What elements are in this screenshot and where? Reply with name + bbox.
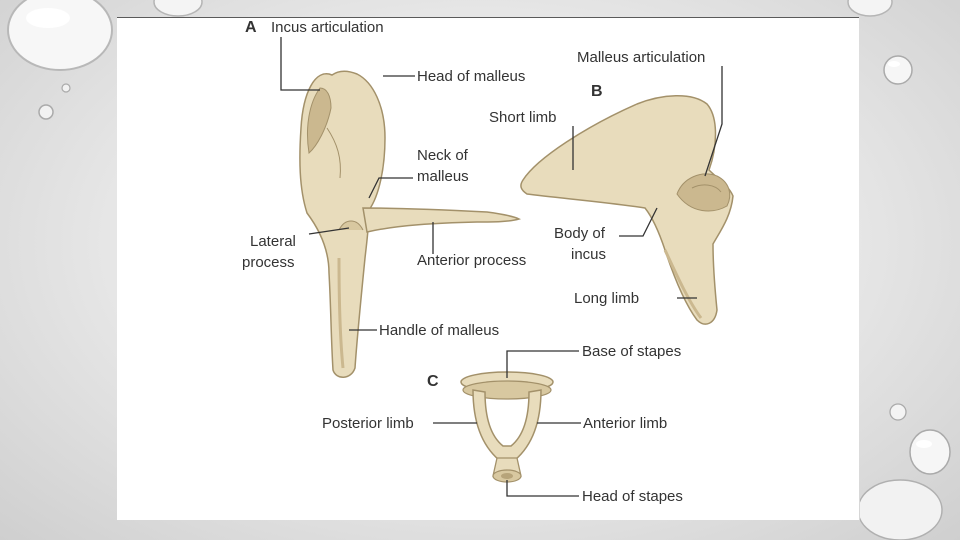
label-anterior-process: Anterior process: [417, 252, 526, 269]
label-posterior-limb: Posterior limb: [322, 415, 414, 432]
label-long-limb: Long limb: [574, 290, 639, 307]
label-base-of-stapes: Base of stapes: [582, 343, 681, 360]
label-incus-articulation: Incus articulation: [271, 19, 384, 36]
label-body-of-incus-line1: Body of: [554, 225, 606, 242]
label-handle-of-malleus: Handle of malleus: [379, 322, 499, 339]
leader-head-of-stapes: [507, 480, 579, 496]
label-neck-of-malleus-line1: Neck of: [417, 147, 469, 164]
stapes-bone: [461, 372, 553, 482]
label-body-of-incus-line2: incus: [571, 246, 606, 263]
label-lateral-process-line2: process: [242, 254, 295, 271]
label-neck-of-malleus-line2: malleus: [417, 168, 469, 185]
water-droplet-decoration: [860, 390, 960, 540]
label-malleus-articulation: Malleus articulation: [577, 49, 705, 66]
panel-c-letter: C: [427, 373, 439, 390]
ossicles-figure: A Incus articulation Head of malleus Nec…: [117, 18, 859, 520]
panel-a-letter: A: [245, 19, 257, 36]
label-head-of-stapes: Head of stapes: [582, 488, 683, 505]
label-head-of-malleus: Head of malleus: [417, 68, 525, 85]
ossicles-diagram: A Incus articulation Head of malleus Nec…: [117, 18, 859, 520]
label-anterior-limb: Anterior limb: [583, 415, 667, 432]
panel-b-letter: B: [591, 83, 603, 100]
label-lateral-process-line1: Lateral: [250, 233, 296, 250]
label-short-limb: Short limb: [489, 109, 557, 126]
